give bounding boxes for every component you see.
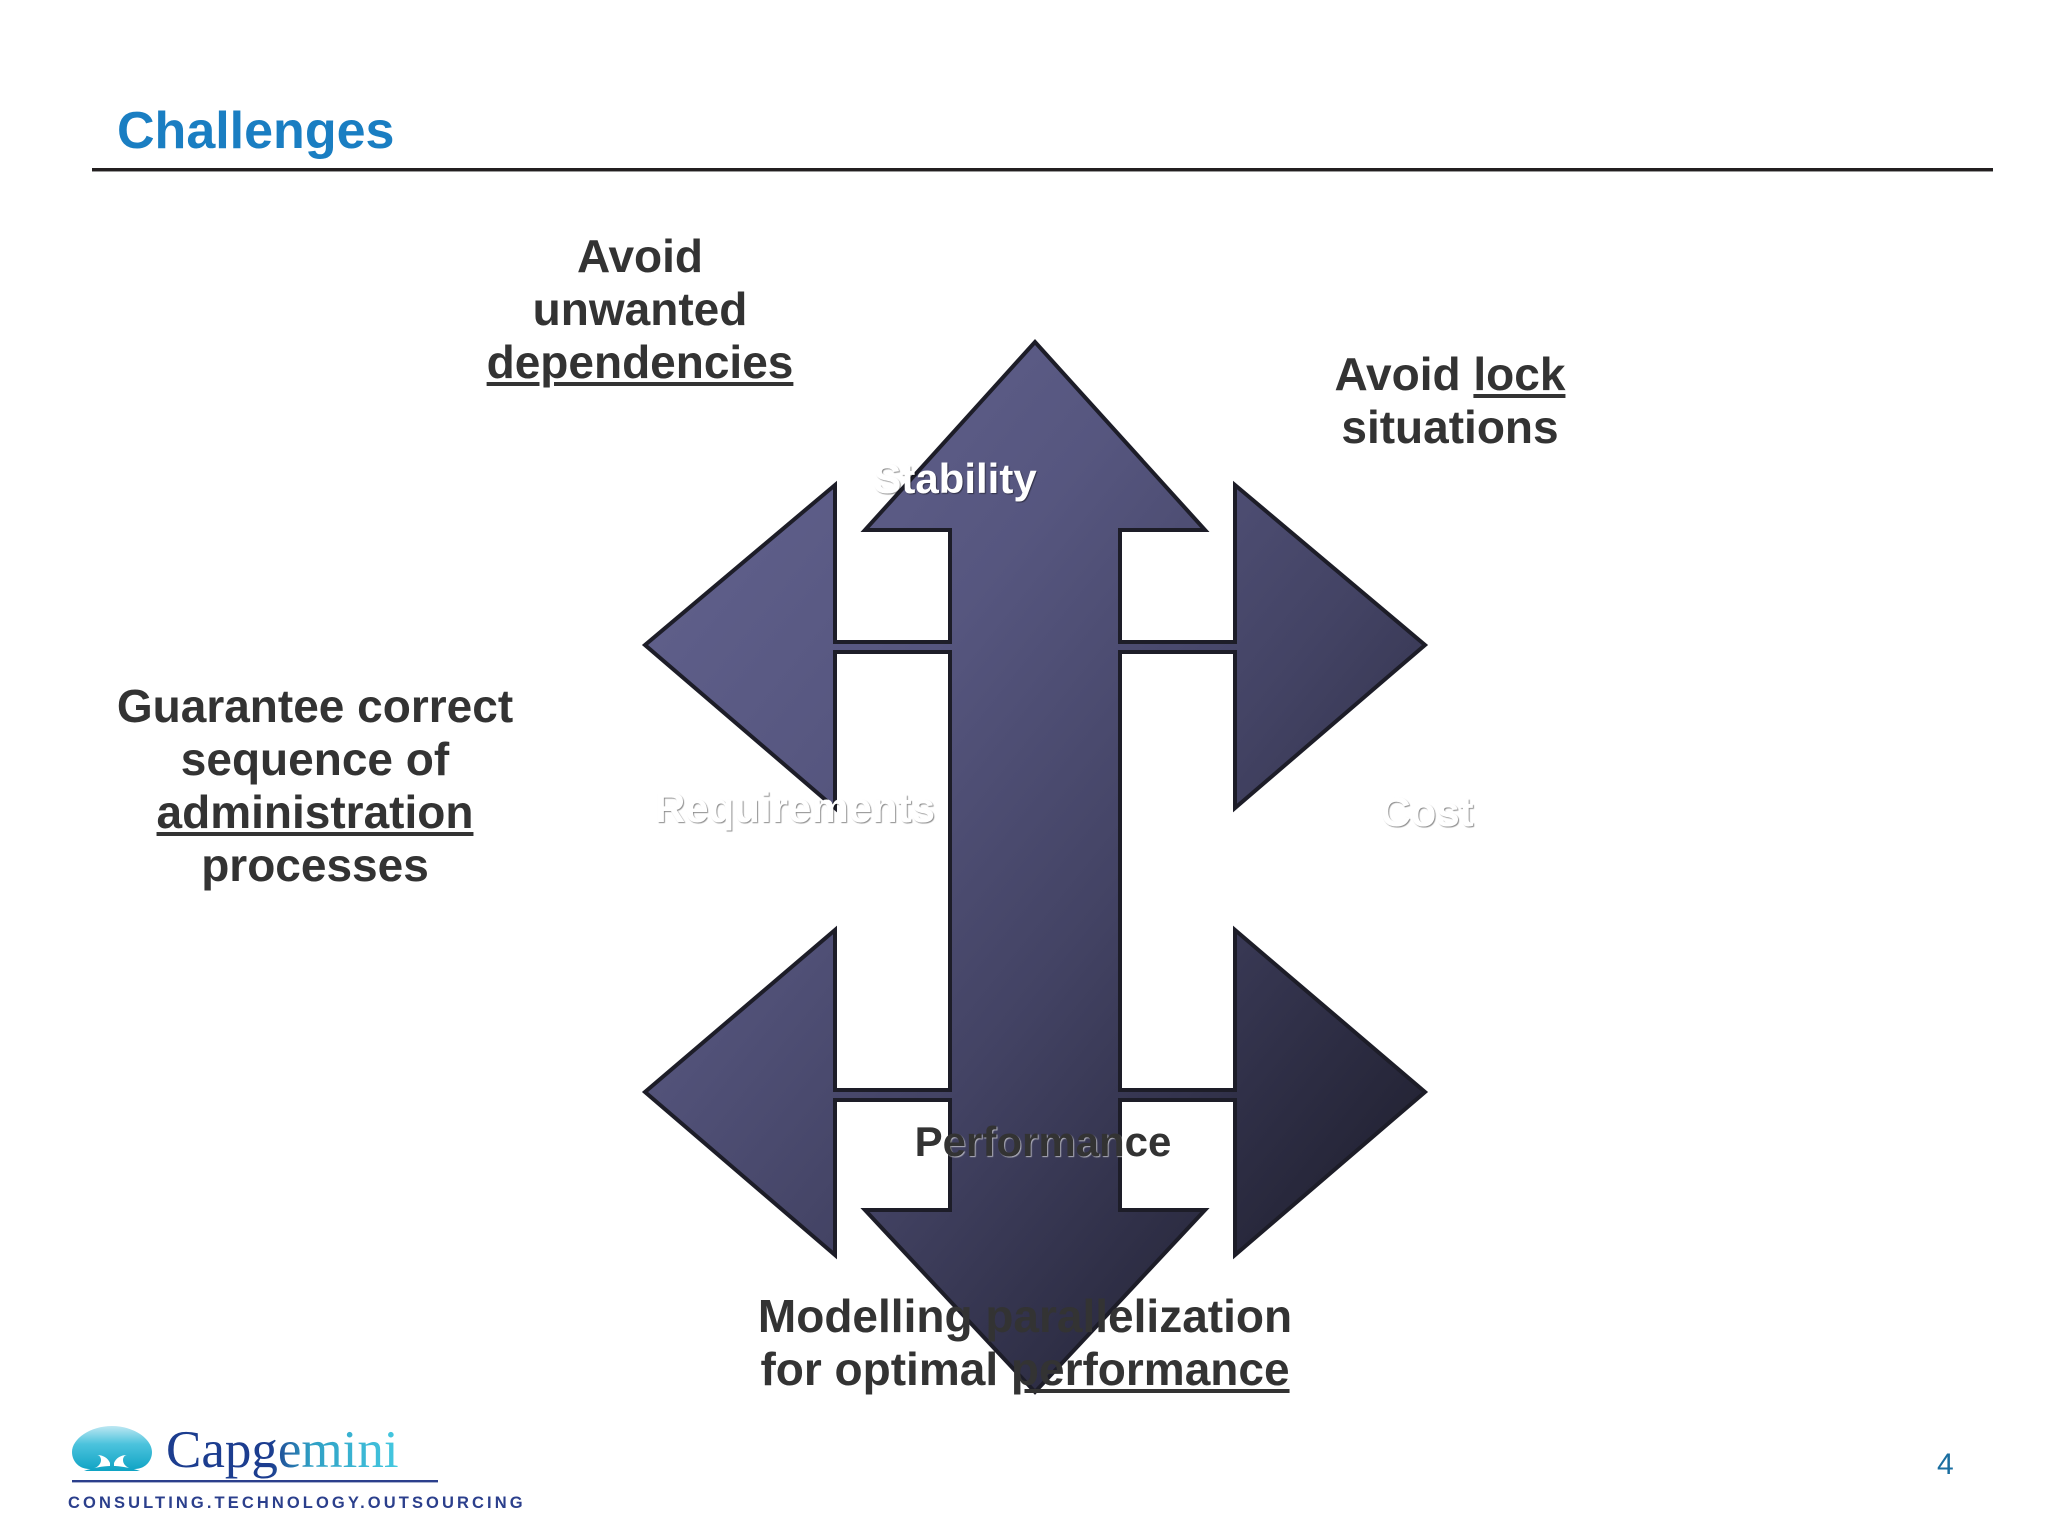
page-title: Challenges: [117, 102, 395, 160]
capgemini-logo: Capgemini: [70, 1422, 440, 1518]
annotation-line: Avoid: [576, 230, 704, 282]
annotation-line: sequence of: [180, 732, 450, 785]
annotation-avoid-dependencies: Avoid unwanted dependencies: [400, 230, 880, 389]
annotation-line: for optimal: [760, 1342, 1011, 1395]
four-way-arrow-diagram: [500, 330, 1590, 1395]
capgemini-spade-icon: [72, 1426, 152, 1471]
annotation-emphasis: administration: [156, 785, 474, 838]
capgemini-wordmark: Capgemini: [166, 1422, 399, 1479]
annotation-line: processes: [201, 838, 429, 891]
logo-rule: [72, 1480, 438, 1483]
annotation-emphasis: dependencies: [486, 335, 794, 388]
annotation-line: Avoid: [1334, 348, 1474, 400]
capgemini-tagline: CONSULTING.TECHNOLOGY.OUTSOURCING: [68, 1494, 526, 1512]
annotation-line: situations: [1341, 400, 1559, 453]
arrow-label-performance: Performance: [914, 1118, 1172, 1165]
arrow-label-stability: Stability: [873, 455, 1037, 502]
annotation-emphasis: lock: [1473, 348, 1566, 400]
annotation-avoid-lock: Avoid lock situations: [1250, 348, 1650, 454]
arrow-label-cost: Cost: [1380, 788, 1474, 835]
annotation-modelling-parallelization: Modelling parallelization for optimal pe…: [640, 1290, 1410, 1396]
page-number: 4: [1937, 1448, 1954, 1481]
arrow-cross-shape: [641, 339, 1429, 1395]
annotation-line: Modelling parallelization: [757, 1290, 1293, 1342]
annotation-line: unwanted: [532, 282, 748, 335]
annotation-emphasis: performance: [1010, 1342, 1290, 1395]
arrow-label-requirements: Requirements: [654, 784, 936, 831]
annotation-administration-processes: Guarantee correct sequence of administra…: [55, 680, 575, 892]
annotation-line: Guarantee correct: [116, 680, 514, 732]
title-divider: [92, 168, 1993, 172]
